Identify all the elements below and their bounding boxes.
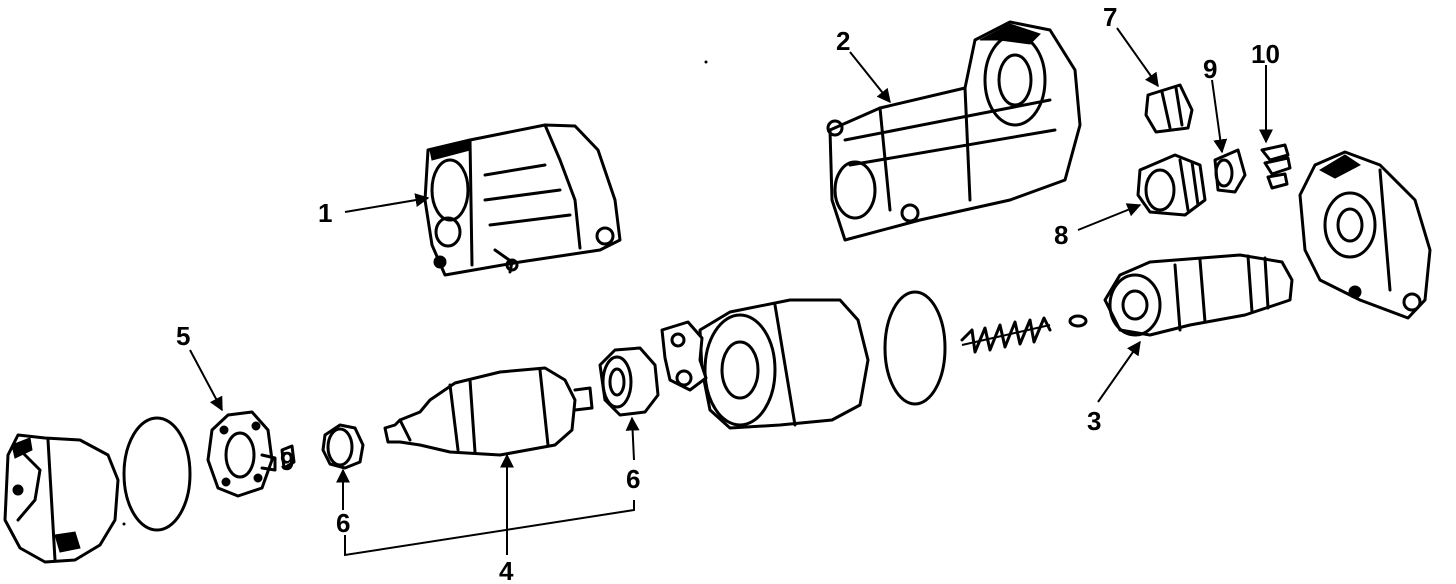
callout-3: 3 <box>1087 406 1101 436</box>
speck <box>122 522 126 526</box>
pinion-gear <box>1136 153 1207 217</box>
armature <box>383 366 594 457</box>
commutator-end-cap <box>3 433 120 564</box>
callout-8: 8 <box>1054 220 1068 250</box>
snap-ring <box>1068 314 1088 328</box>
brush-holder-plate <box>206 410 277 498</box>
bearing-left <box>321 423 365 470</box>
o-ring-left <box>122 416 192 532</box>
leader-lines <box>189 27 1273 557</box>
clip <box>1260 143 1292 190</box>
washer-left <box>280 444 296 470</box>
sleeve <box>1213 148 1247 194</box>
callout-7: 7 <box>1103 2 1117 32</box>
return-spring <box>960 316 1052 354</box>
callout-4: 4 <box>499 556 514 584</box>
starter-assembly <box>423 123 622 277</box>
bearing-right <box>598 346 660 417</box>
drive-end-housing <box>1298 150 1432 320</box>
o-ring-large <box>883 290 947 406</box>
solenoid <box>660 298 870 430</box>
callout-6-left: 6 <box>336 508 350 538</box>
callout-9-left: 9 <box>280 446 294 476</box>
callout-6-right: 6 <box>626 464 640 494</box>
bushing <box>1144 83 1194 134</box>
callout-5: 5 <box>176 321 190 351</box>
overrunning-clutch <box>1103 253 1294 337</box>
starter-housing <box>826 20 1082 242</box>
callout-10: 10 <box>1251 39 1280 69</box>
callout-1: 1 <box>318 198 332 228</box>
callout-2: 2 <box>836 26 850 56</box>
speck <box>704 60 708 64</box>
callout-9-right: 9 <box>1203 54 1217 84</box>
